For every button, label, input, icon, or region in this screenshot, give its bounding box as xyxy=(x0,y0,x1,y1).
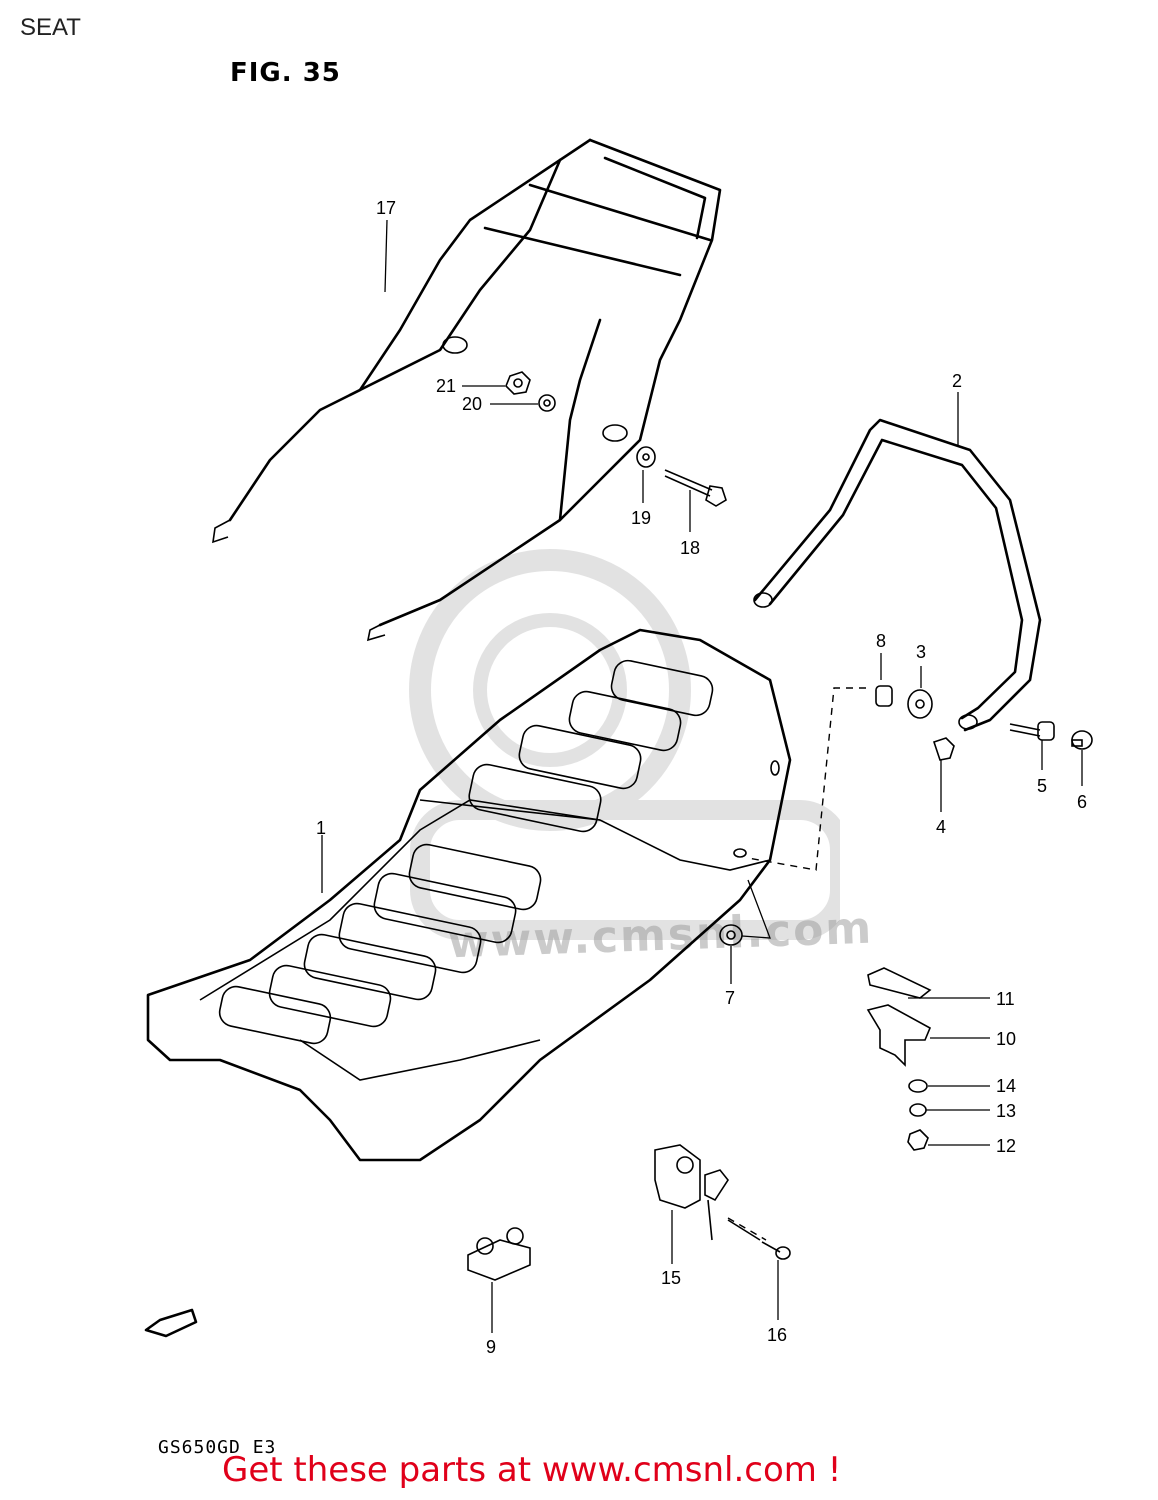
callout-4: 4 xyxy=(936,817,946,837)
callout-21: 21 xyxy=(436,376,456,396)
nut-12[interactable] xyxy=(907,1129,929,1151)
callout-16: 16 xyxy=(767,1325,787,1345)
nut-21[interactable] xyxy=(505,371,531,395)
callout-18: 18 xyxy=(680,538,700,558)
callout-6: 6 xyxy=(1077,792,1087,812)
callout-15: 15 xyxy=(661,1268,681,1288)
cushion-3[interactable] xyxy=(907,689,933,719)
nut-4[interactable] xyxy=(932,737,955,761)
callout-9: 9 xyxy=(486,1337,496,1357)
washer-19[interactable] xyxy=(636,446,656,468)
cap-6[interactable] xyxy=(1071,730,1093,750)
washer-20[interactable] xyxy=(538,394,556,412)
cushion-8[interactable] xyxy=(875,685,893,707)
callout-19: 19 xyxy=(631,508,651,528)
rear-carrier-rack[interactable] xyxy=(212,138,722,642)
watermark-logo xyxy=(409,549,840,940)
seat-assembly[interactable] xyxy=(146,628,792,1162)
shop-banner-link[interactable]: Get these parts at www.cmsnl.com ! xyxy=(222,1450,842,1490)
callout-5: 5 xyxy=(1037,776,1047,796)
callout-7: 7 xyxy=(725,988,735,1008)
washer-14[interactable] xyxy=(908,1079,928,1093)
grommet-7[interactable] xyxy=(719,924,743,946)
callout-8: 8 xyxy=(876,631,886,651)
callout-12: 12 xyxy=(996,1136,1016,1156)
callout-1: 1 xyxy=(316,818,326,838)
grab-handle[interactable] xyxy=(753,418,1042,732)
callout-20: 20 xyxy=(462,394,482,414)
bolt-5[interactable] xyxy=(1009,721,1055,741)
bracket-10[interactable] xyxy=(866,1004,932,1067)
callout-11: 11 xyxy=(996,989,1015,1009)
bolt-18[interactable] xyxy=(664,469,727,507)
cushion-block-9[interactable] xyxy=(467,1227,531,1281)
plate-11[interactable] xyxy=(867,967,932,999)
callout-3: 3 xyxy=(916,642,926,662)
callout-14: 14 xyxy=(996,1076,1016,1096)
page-title: SEAT xyxy=(20,14,81,41)
model-code: GS650GD E3 xyxy=(158,1437,277,1458)
figure-label: FIG. 35 xyxy=(230,58,341,88)
callout-17: 17 xyxy=(376,198,396,218)
callout-numbers: 17 21 20 19 18 2 8 3 4 5 6 1 7 11 10 14 … xyxy=(167,198,1087,1357)
callout-2: 2 xyxy=(952,371,962,391)
leader-lines xyxy=(321,219,1083,1333)
screw-16[interactable] xyxy=(761,1241,791,1260)
callout-10: 10 xyxy=(996,1029,1016,1049)
fwd-arrow-icon xyxy=(144,1308,198,1338)
lockwasher-13[interactable] xyxy=(909,1103,927,1117)
callout-13: 13 xyxy=(996,1101,1016,1121)
seat-lock-15[interactable] xyxy=(654,1144,761,1241)
